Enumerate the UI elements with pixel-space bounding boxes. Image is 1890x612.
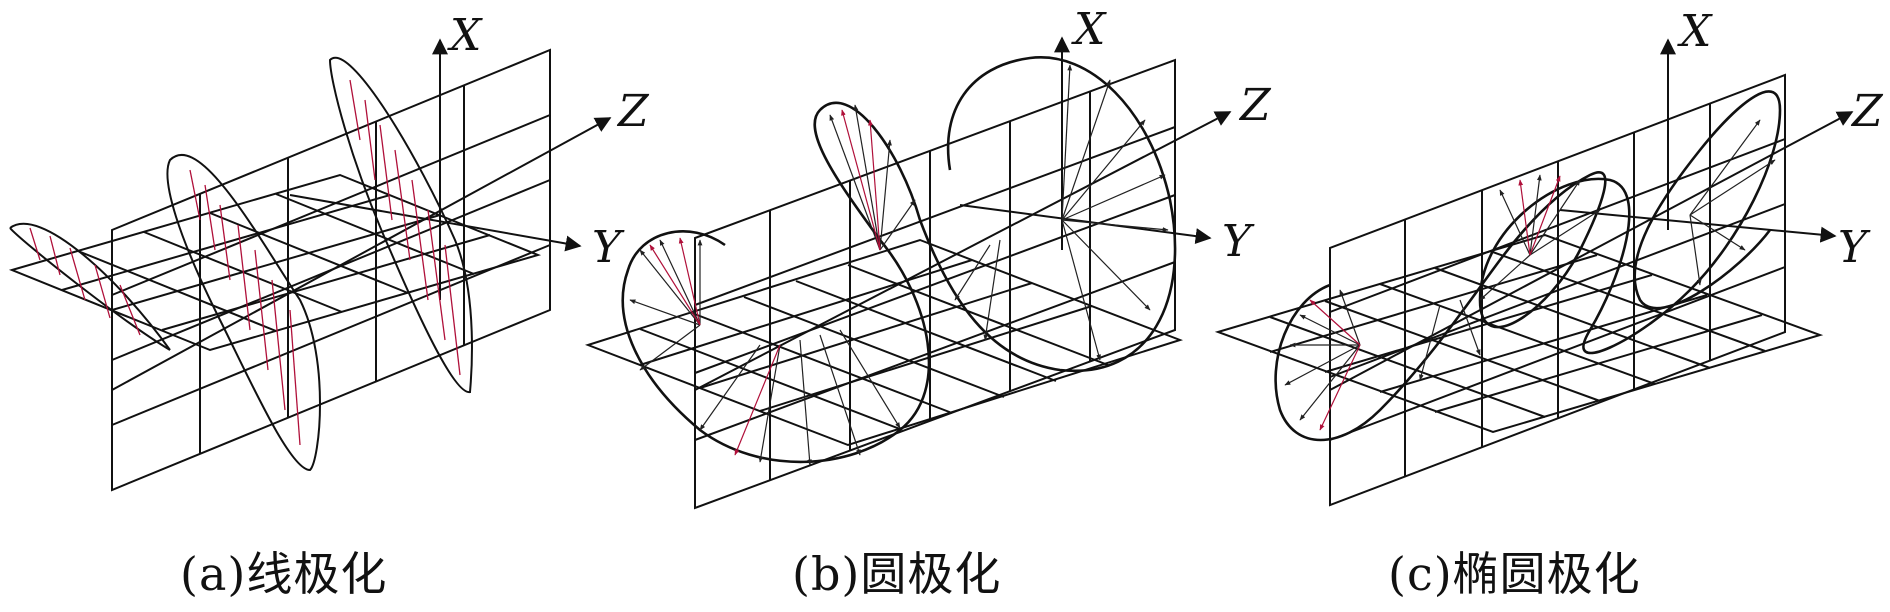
panel-b-z-label: Z [1238,80,1272,131]
caption-b: (b)圆极化 [792,547,1002,601]
panel-b-x-label: X [1071,4,1107,55]
panel-c-diagram [1214,38,1854,507]
panel-c-helix [1274,90,1782,442]
panel-b-diagram [584,36,1232,510]
panel-c-vertical-grid [1329,73,1786,507]
panel-a-z-axis [111,117,612,391]
panel-c-z-label: Z [1850,86,1884,137]
panel-b-y-axis [959,204,1212,245]
panel-a-y-axis [289,194,582,252]
panel-b-vertical-grid [694,58,1176,510]
panel-a-diagram [8,38,612,492]
panel-a-vertical-grid [111,48,551,492]
panel-c-x-label: X [1677,6,1713,57]
panel-c-y-axis [1559,209,1837,243]
panel-b-y-label: Y [1222,216,1255,267]
panel-c-z-axis [1329,111,1854,391]
panel-a-x-label: X [447,10,483,61]
panel-b-z-axis [694,111,1232,391]
panel-b-helix [621,55,1177,464]
caption-a: (a)线极化 [180,547,388,601]
caption-c: (c)椭圆极化 [1388,547,1641,601]
panel-c-y-label: Y [1838,222,1871,273]
panel-a-wave [9,56,473,472]
panel-a-y-label: Y [592,222,625,273]
panel-a-z-label: Z [616,86,650,137]
